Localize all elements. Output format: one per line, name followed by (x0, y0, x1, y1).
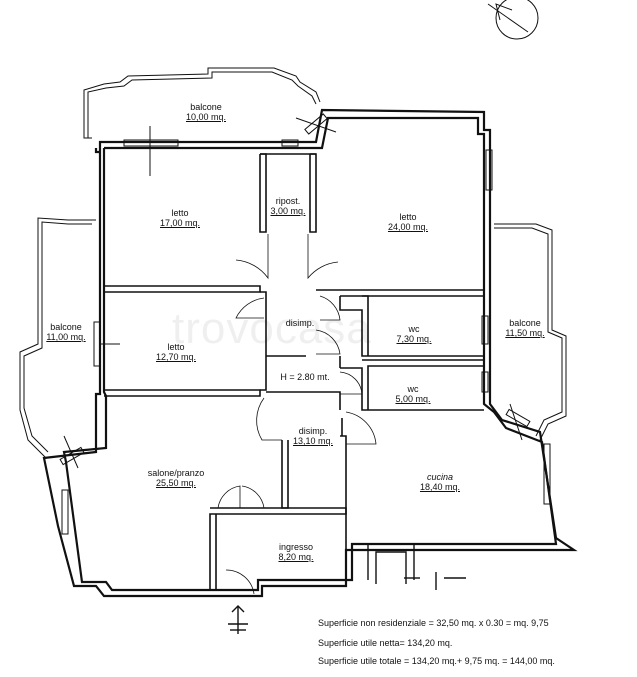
stair-well (367, 543, 466, 590)
room-balcone-left: balcone 11,00 mq. (46, 322, 85, 342)
room-salone: salone/pranzo 25,50 mq. (148, 468, 205, 488)
north-arrow-icon (487, 0, 539, 40)
room-area: 11,00 mq. (46, 332, 86, 342)
room-name: letto (167, 342, 185, 352)
room-wc-1: wc 7,30 mq. (396, 324, 431, 344)
room-name: cucina (426, 472, 453, 482)
room-wc-2: wc 5,00 mq. (395, 384, 430, 404)
balcony-left-outline (19, 217, 96, 459)
room-ingresso: ingresso 8,20 mq. (278, 542, 313, 562)
room-area: 11,50 mq. (505, 328, 545, 338)
room-name: wc (407, 384, 419, 394)
room-balcone-top: balcone 10,00 mq. (186, 102, 226, 122)
entrance-arrow-icon (228, 605, 248, 634)
windows (59, 113, 551, 535)
balcony-top-outline (83, 67, 321, 139)
room-area: 24,00 mq. (387, 222, 429, 232)
room-name: balcone (50, 322, 82, 332)
interior-walls (104, 153, 485, 590)
room-name: disimp. (285, 318, 315, 328)
ceiling-height: H = 2.80 mt. (280, 372, 329, 382)
room-ripost: ripost. 3,00 mq. (270, 196, 305, 216)
room-area: 12,70 mq. (155, 352, 197, 362)
room-name: salone/pranzo (147, 468, 205, 478)
room-area: 7,30 mq. (396, 334, 432, 344)
room-name: letto (399, 212, 417, 222)
room-area: 25,50 mq. (155, 478, 197, 488)
room-area: 8,20 mq. (278, 552, 314, 562)
room-area: 13,10 mq. (292, 436, 334, 446)
room-name: ripost. (275, 196, 301, 206)
room-area: 10,00 mq. (185, 112, 227, 122)
watermark: trovocasa (172, 304, 372, 353)
room-area: 17,00 mq. (159, 218, 201, 228)
room-name: wc (408, 324, 420, 334)
room-name: letto (171, 208, 189, 218)
door-swings (217, 234, 377, 595)
room-area: 18,40 mq. (419, 482, 461, 492)
room-cucina: cucina 18,40 mq. (420, 472, 460, 492)
room-letto-2: letto 24,00 mq. (388, 212, 428, 232)
room-disimp-2: disimp. 13,10 mq. (293, 426, 333, 446)
note-utile-netta: Superficie utile netta= 134,20 mq. (318, 638, 453, 648)
room-disimp-1: disimp. (286, 318, 315, 328)
room-area: 3,00 mq. (270, 206, 306, 216)
height-label: H = 2.80 mt. (280, 372, 330, 382)
note-utile-totale: Superficie utile totale = 134,20 mq.+ 9,… (318, 656, 555, 666)
room-letto-3: letto 12,70 mq. (156, 342, 196, 362)
room-balcone-right: balcone 11,50 mq. (505, 318, 544, 338)
room-name: balcone (190, 102, 222, 112)
room-name: ingresso (278, 542, 314, 552)
room-letto-1: letto 17,00 mq. (160, 208, 200, 228)
balcony-right-outline (494, 223, 567, 441)
room-name: disimp. (298, 426, 328, 436)
room-area: 5,00 mq. (395, 394, 431, 404)
note-non-residenziale: Superficie non residenziale = 32,50 mq. … (318, 618, 549, 628)
room-name: balcone (509, 318, 541, 328)
